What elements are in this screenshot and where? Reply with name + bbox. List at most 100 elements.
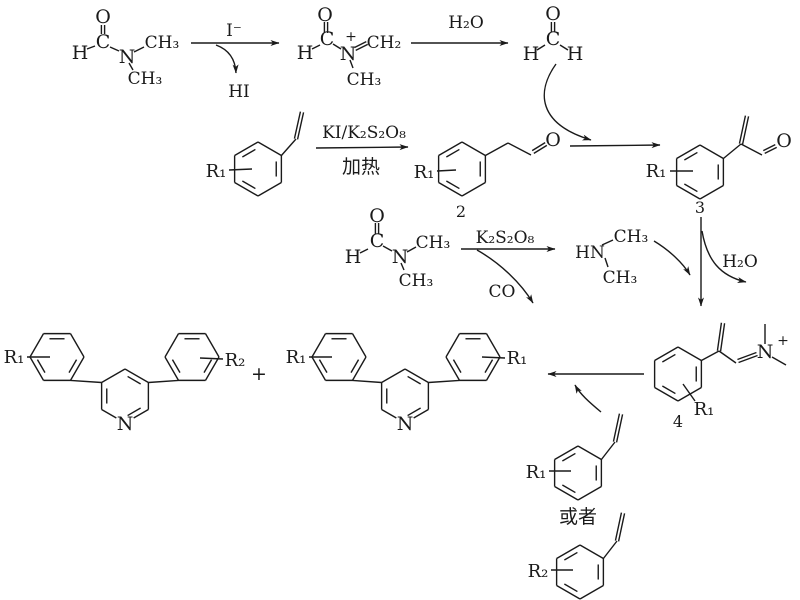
double-bond bbox=[293, 111, 302, 139]
productB-left-phenyl-edge bbox=[351, 356, 367, 381]
compound4-ring-edge bbox=[654, 386, 679, 402]
productA-left-phenyl-edge bbox=[69, 356, 85, 381]
bond-line bbox=[601, 239, 614, 246]
styrene-bottom-r1-ring-inner-double bbox=[562, 484, 576, 494]
oxidation-reagent-label: KI/K₂S₂O₈ bbox=[322, 123, 406, 143]
productA-right-phenyl-edge bbox=[204, 356, 220, 381]
bond-line bbox=[148, 379, 179, 384]
bond-line bbox=[109, 46, 120, 52]
productA-pyridine-inner-double bbox=[127, 407, 141, 417]
bond-line bbox=[382, 245, 393, 252]
styrene-bottom-r1-ring-edge bbox=[577, 485, 602, 501]
double-bond bbox=[719, 323, 726, 352]
productA-pyridine-edge bbox=[133, 408, 149, 419]
double-bond bbox=[764, 146, 778, 155]
double-bond bbox=[531, 142, 546, 152]
double-bond bbox=[355, 43, 369, 52]
iminium-ch2-label: CH₂ bbox=[367, 33, 402, 53]
productB-right-phenyl-edge bbox=[485, 356, 501, 381]
curve-hi-release bbox=[215, 44, 239, 74]
styrene-bottom-r2-label: R₂ bbox=[528, 561, 549, 582]
productB-pyridine-inner-double bbox=[407, 375, 421, 385]
dmf2-methyl-down-label: CH₃ bbox=[399, 271, 434, 291]
compound2-O-label: O bbox=[545, 129, 561, 151]
productB-r1-right-label: R₁ bbox=[507, 348, 528, 369]
bond-line bbox=[604, 257, 609, 268]
bond-line bbox=[400, 262, 405, 271]
styrene-bottom-r2-ring-edge bbox=[556, 584, 581, 600]
curve-formaldehyde-in bbox=[543, 63, 592, 141]
dmf2-N-label: N bbox=[392, 246, 409, 268]
productA-left-phenyl-edge bbox=[29, 356, 45, 381]
styrene-bottom-r2-ring-inner-double bbox=[564, 583, 578, 593]
productB-pyridine-edge bbox=[404, 368, 429, 384]
styrene-bottom-r2-ring-inner-double bbox=[564, 551, 578, 561]
compound3-ring-inner-double bbox=[684, 151, 698, 161]
compound2-ring-edge bbox=[461, 181, 486, 197]
curve-styrene-in bbox=[574, 384, 602, 413]
compound4-N-label: N bbox=[757, 341, 774, 363]
styrene-bottom-r1-ring-edge bbox=[554, 445, 579, 461]
heating-condition-label: 加热 bbox=[342, 156, 380, 178]
text-labels: O C H N CH₃ CH₃ I⁻ HI O C H + N CH₂ CH₃ … bbox=[4, 3, 792, 582]
bond-line bbox=[722, 143, 742, 160]
double-bond bbox=[737, 351, 757, 361]
bond-line bbox=[600, 441, 616, 460]
compound3-O-label: O bbox=[776, 130, 792, 152]
productB-left-phenyl-inner-double bbox=[350, 359, 360, 373]
curve-co-release bbox=[476, 249, 534, 304]
bond-line bbox=[86, 45, 96, 50]
styrene-bottom-r2-ring-edge bbox=[556, 544, 581, 560]
compound3-ring-inner-double bbox=[684, 183, 698, 193]
dmf1-methyl-up-label: CH₃ bbox=[145, 33, 180, 53]
arrow-styrene-to-2 bbox=[315, 144, 409, 151]
compound4-ring-inner-double bbox=[662, 353, 676, 363]
styrene1-ring-inner-double bbox=[242, 148, 256, 158]
bond-line bbox=[70, 379, 102, 384]
water-released-label: H₂O bbox=[722, 252, 758, 272]
dmf2-H-label: H bbox=[345, 246, 362, 268]
bond-line bbox=[133, 46, 145, 53]
molecular-skeleton bbox=[27, 22, 787, 600]
productA-right-phenyl-inner-double bbox=[171, 359, 181, 373]
productB-right-phenyl-edge bbox=[485, 333, 501, 358]
productB-r1-left-label: R₁ bbox=[286, 347, 307, 368]
styrene1-ring-edge bbox=[257, 181, 282, 197]
productA-left-phenyl-inner-double bbox=[68, 359, 78, 373]
compound2-ring-edge bbox=[438, 181, 463, 197]
bond-line bbox=[602, 540, 618, 559]
persulfate-reagent-label: K₂S₂O₈ bbox=[476, 228, 535, 248]
or-label: 或者 bbox=[559, 506, 597, 528]
compound2-number: 2 bbox=[456, 202, 466, 221]
styrene1-ring-edge bbox=[234, 141, 259, 157]
productB-pyridine-N-label: N bbox=[397, 413, 414, 435]
double-bond bbox=[533, 144, 548, 154]
dmf1-methyl-down-label: CH₃ bbox=[128, 69, 163, 89]
productA-r1-label: R₁ bbox=[4, 347, 25, 368]
bond-line bbox=[559, 44, 569, 51]
bond-line bbox=[436, 169, 457, 172]
bond-line bbox=[771, 356, 787, 366]
formaldehyde-C-label: C bbox=[546, 28, 561, 50]
productB-right-phenyl-edge bbox=[445, 356, 461, 381]
styrene-bottom-r2-ring-edge bbox=[579, 584, 604, 600]
compound2-ring-inner-double bbox=[446, 180, 460, 190]
curve-water-release bbox=[701, 230, 747, 284]
dmf2-O-label: O bbox=[369, 205, 385, 227]
compound4-ring-edge bbox=[677, 346, 702, 362]
dmf1-O-label: O bbox=[95, 6, 111, 28]
productA-right-phenyl-edge bbox=[164, 356, 180, 381]
styrene-bottom-r2-ring-edge bbox=[579, 544, 604, 560]
hydrolysis-reagent-label: H₂O bbox=[448, 13, 484, 33]
bond-line bbox=[740, 143, 763, 156]
arrow-2-to-3 bbox=[569, 142, 661, 149]
compound3-number: 3 bbox=[695, 198, 705, 217]
double-bond bbox=[353, 40, 367, 49]
bond-line bbox=[199, 357, 224, 360]
double-bond bbox=[296, 112, 305, 140]
bond-line bbox=[428, 379, 460, 384]
compound2-r1-label: R₁ bbox=[414, 162, 435, 183]
iminium-H-label: H bbox=[297, 42, 314, 64]
